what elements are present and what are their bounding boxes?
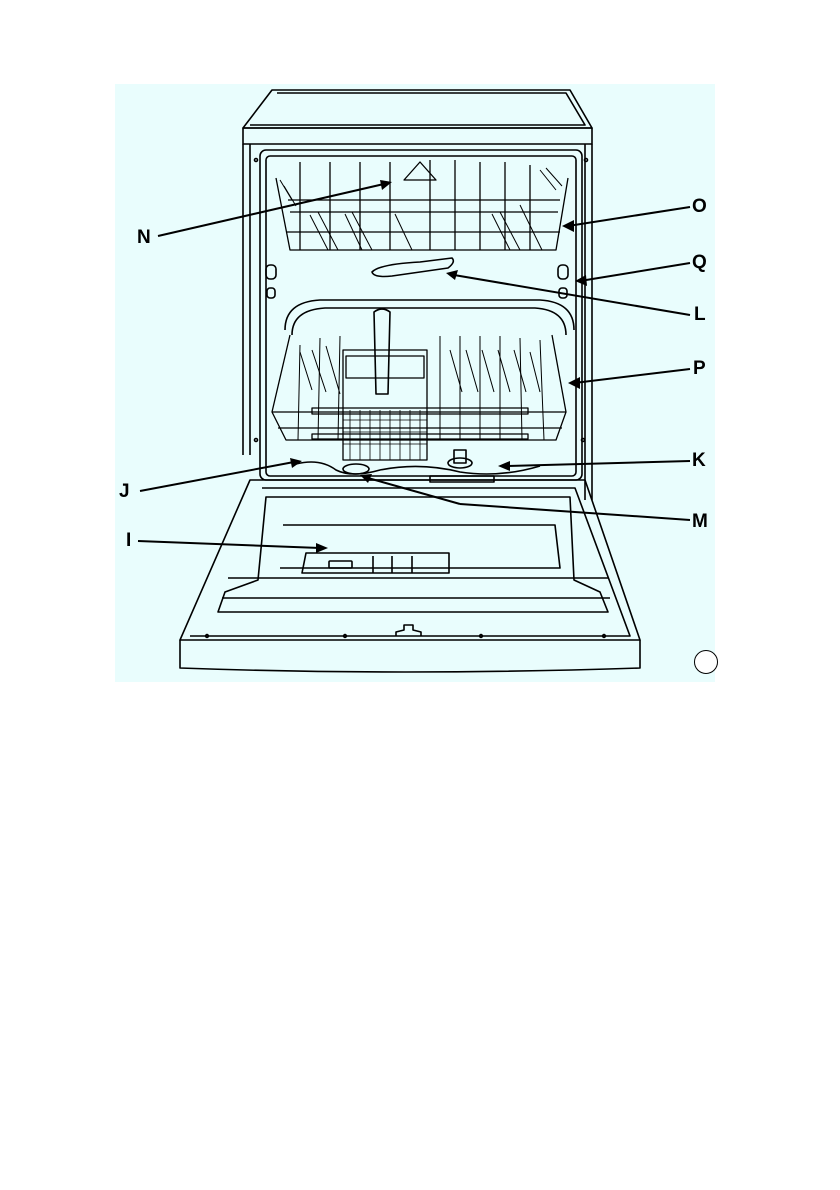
upper-basket xyxy=(275,160,569,251)
corner-badge-circle xyxy=(694,650,718,674)
lower-basket xyxy=(271,308,567,461)
callout-arrows xyxy=(137,183,691,549)
detergent-dispenser xyxy=(301,552,450,574)
dishwasher-illustration xyxy=(137,89,691,673)
callout-label-l: L xyxy=(694,304,706,325)
open-door xyxy=(179,479,641,673)
worktop xyxy=(242,89,593,145)
callout-label-p: P xyxy=(693,358,706,379)
callout-label-m: M xyxy=(692,511,708,532)
cabinet-body xyxy=(242,144,593,500)
callout-label-j: J xyxy=(119,481,130,502)
callout-label-q: Q xyxy=(692,252,707,273)
upper-spray-arm xyxy=(371,257,455,278)
basket-adjusters xyxy=(265,264,569,299)
callout-label-i: I xyxy=(126,530,132,551)
callout-label-k: K xyxy=(692,450,706,471)
tub-floor xyxy=(295,449,541,483)
arrow-heads xyxy=(290,180,587,553)
callout-label-n: N xyxy=(137,227,151,248)
callout-label-o: O xyxy=(692,196,707,217)
diagram-panel xyxy=(115,84,715,682)
